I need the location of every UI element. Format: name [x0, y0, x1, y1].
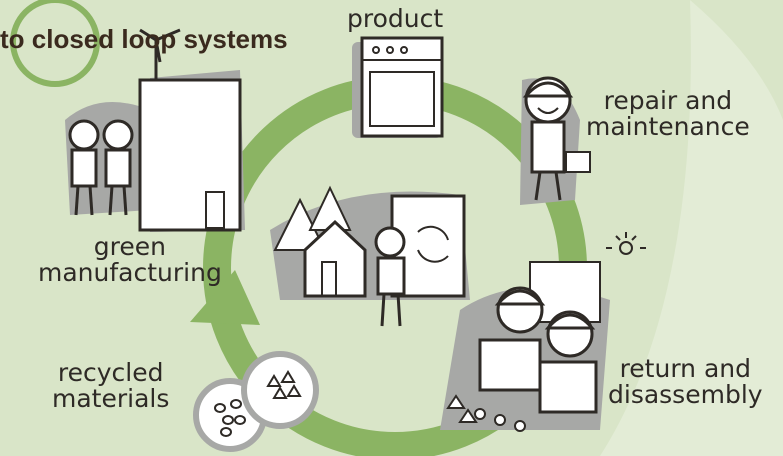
- stage-label-return: return and disassembly: [608, 354, 763, 409]
- stage-label-manufacturing: green manufacturing: [38, 232, 222, 287]
- recycled-materials-icon: [193, 351, 319, 452]
- community-scene-icon: [270, 185, 470, 327]
- oven-icon: [352, 36, 444, 138]
- title-circle: [10, 0, 100, 87]
- stage-label-product: product: [347, 4, 444, 33]
- cycle-arrow-head: [190, 270, 260, 325]
- repair-worker-icon: [520, 76, 591, 205]
- disassembly-workers-icon: [440, 261, 610, 432]
- background-blob: [600, 0, 783, 456]
- diagram-title: to closed loop systems: [0, 24, 288, 54]
- sun-icon: [606, 232, 646, 255]
- stage-label-recycled: recycled materials: [52, 358, 170, 413]
- stage-label-repair: repair and maintenance: [586, 86, 750, 141]
- manufacturing-icon: [65, 28, 245, 232]
